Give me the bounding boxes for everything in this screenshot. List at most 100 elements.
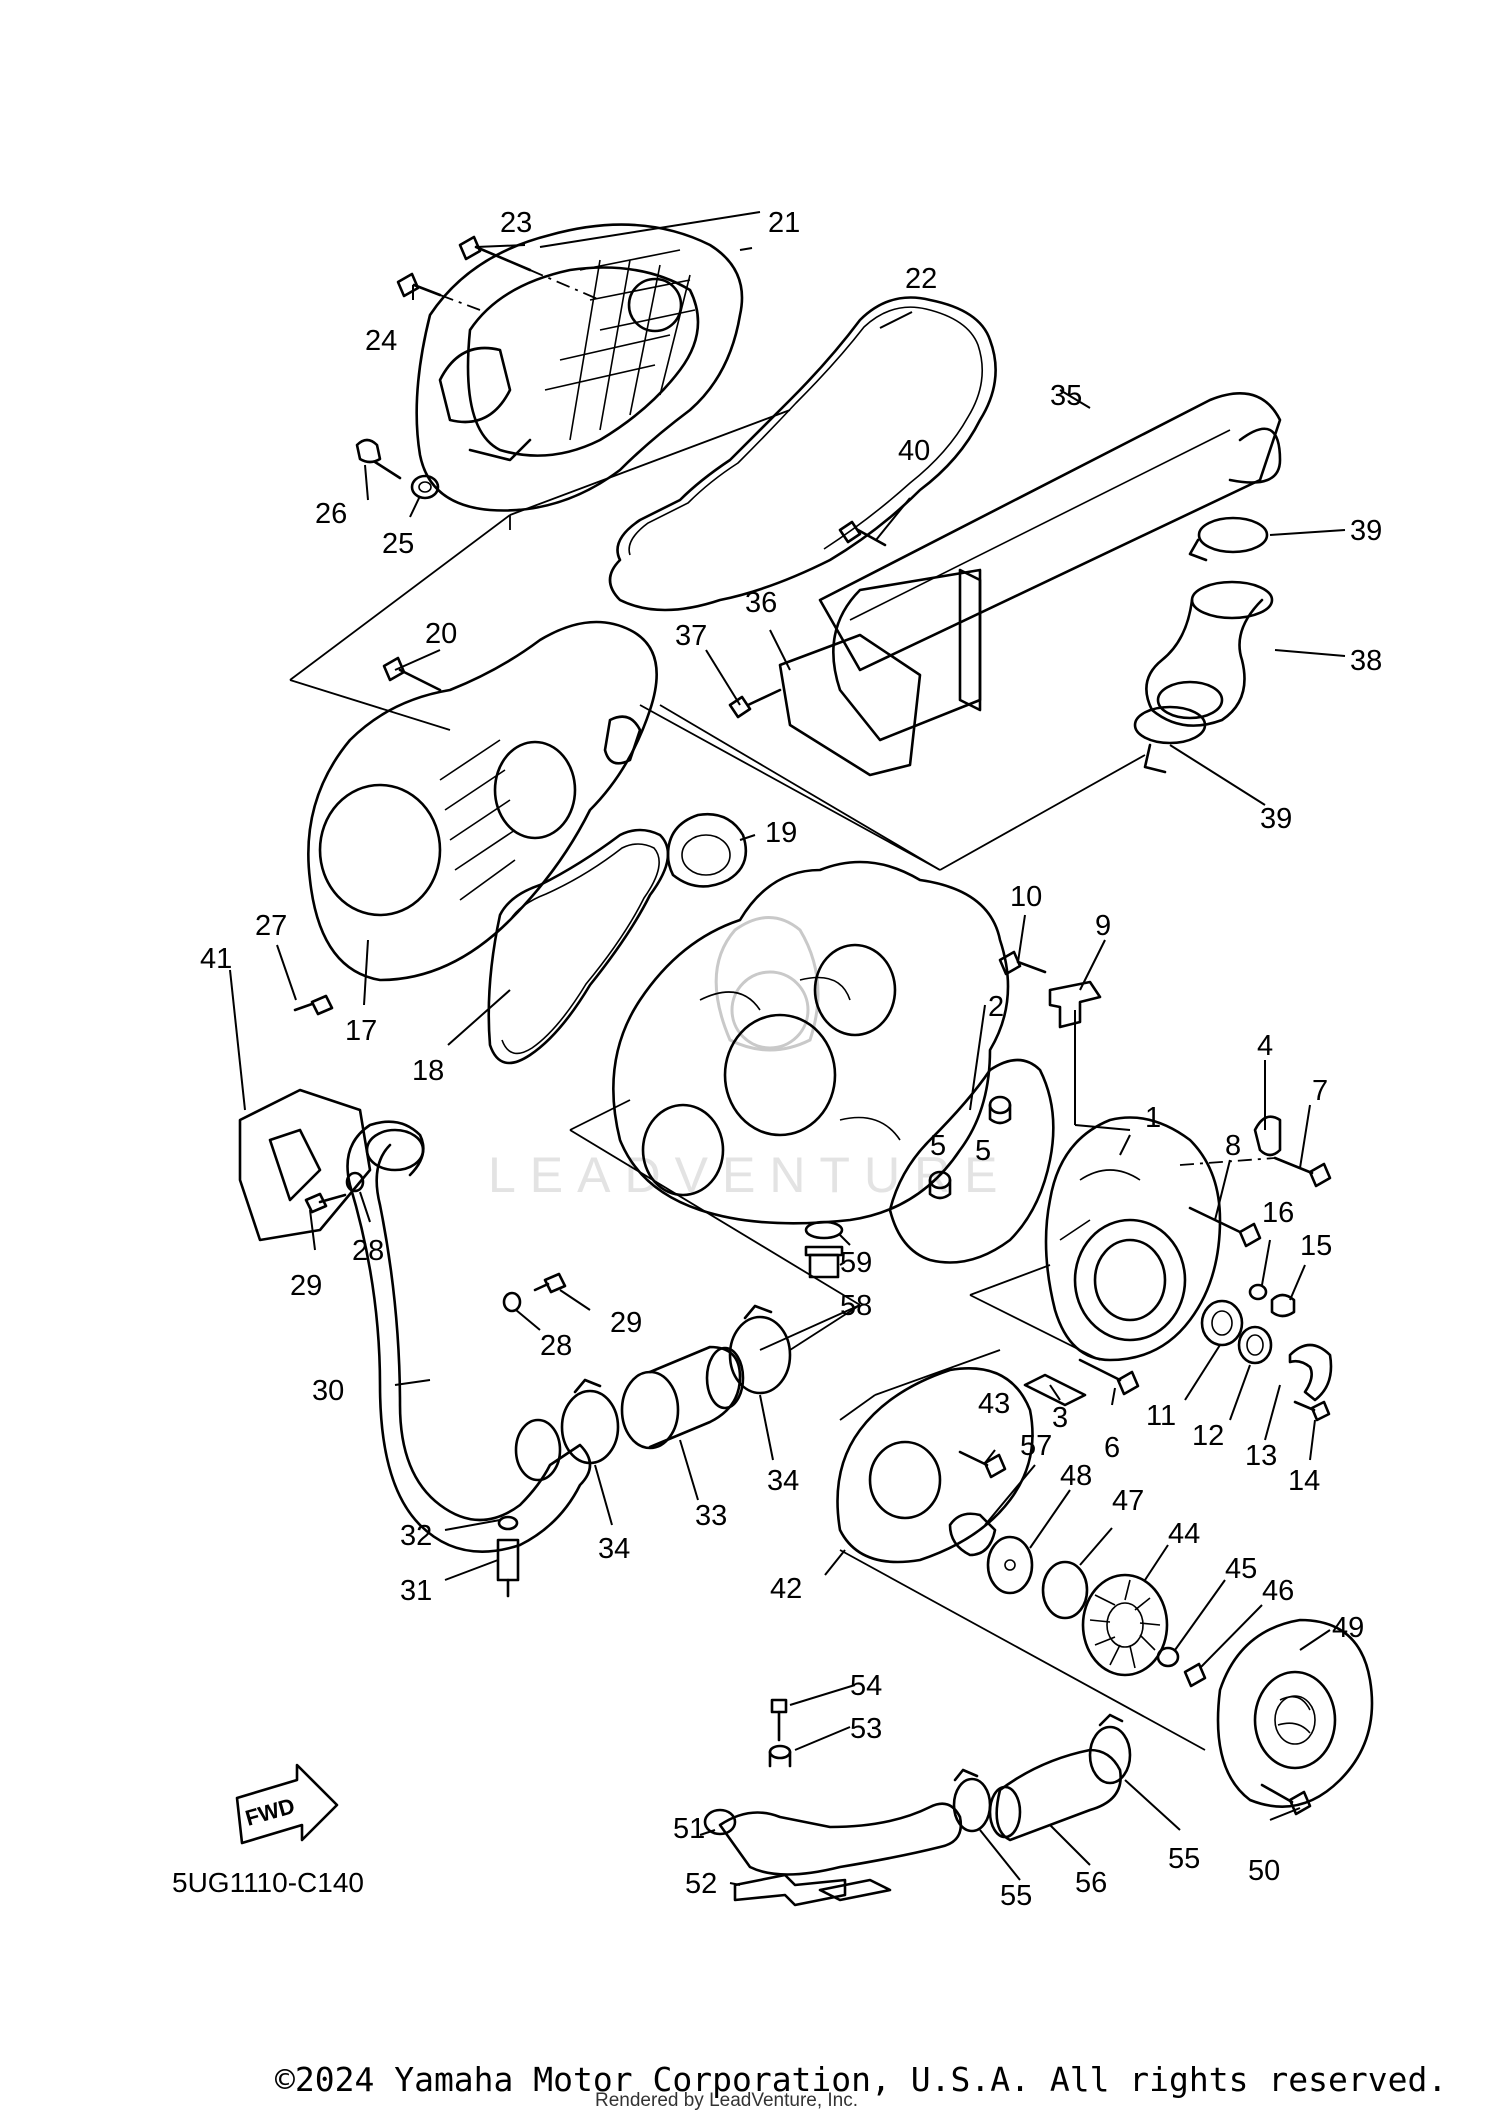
callout-13: 13 — [1245, 1440, 1277, 1472]
bolt-29-b — [533, 1272, 567, 1294]
callout-47: 47 — [1112, 1485, 1144, 1517]
callout-3: 3 — [1052, 1402, 1068, 1434]
watermark-text: LEADVENTURE — [488, 1147, 1012, 1203]
callout-16: 16 — [1262, 1197, 1294, 1229]
rendered-by-credit: Rendered by LeadVenture, Inc. — [595, 2090, 859, 2111]
callout-55-a: 55 — [1000, 1880, 1032, 1912]
callout-32: 32 — [400, 1520, 432, 1552]
callout-52: 52 — [685, 1868, 717, 1900]
callout-27: 27 — [255, 910, 287, 942]
bearing-11 — [1200, 1299, 1244, 1347]
callout-22: 22 — [905, 263, 937, 295]
callout-8: 8 — [1225, 1130, 1241, 1162]
bolt-7 — [1273, 1156, 1332, 1188]
bracket-9 — [1048, 980, 1102, 1029]
diagram-code: 5UG1110-C140 — [172, 1867, 364, 1898]
shroud-49 — [1216, 1618, 1374, 1808]
callout-26: 26 — [315, 498, 347, 530]
clip-32 — [497, 1515, 519, 1531]
callout-19: 19 — [765, 817, 797, 849]
callout-31: 31 — [400, 1575, 432, 1607]
callout-29-b: 29 — [610, 1307, 642, 1339]
clamp-39-upper — [1188, 516, 1269, 562]
dowel-5-b — [928, 1170, 952, 1200]
watermark-logo — [714, 916, 820, 1052]
joint-38 — [1145, 580, 1274, 727]
callout-50: 50 — [1248, 1855, 1280, 1887]
clamp-55-a — [952, 1768, 992, 1833]
callout-25: 25 — [382, 528, 414, 560]
callout-40: 40 — [898, 435, 930, 467]
bracket-41 — [238, 1088, 372, 1242]
bolt-29-a — [304, 1192, 347, 1214]
gasket-19 — [666, 812, 748, 888]
hose-56 — [988, 1748, 1122, 1842]
bolt-10 — [998, 950, 1047, 976]
callout-39-b: 39 — [1260, 803, 1292, 835]
holder-13 — [1288, 1343, 1333, 1402]
washer-45 — [1156, 1646, 1180, 1668]
plate-48 — [986, 1535, 1034, 1595]
inner-cover-17 — [307, 620, 658, 982]
dowel-5-a — [988, 1095, 1012, 1125]
collar-53 — [768, 1744, 792, 1768]
callout-2: 2 — [988, 991, 1004, 1023]
callout-33: 33 — [695, 1500, 727, 1532]
seal-25 — [410, 474, 440, 500]
crankcase-cover-21 — [415, 223, 744, 512]
fitting-31 — [496, 1538, 520, 1598]
bolt-23 — [458, 235, 532, 272]
bolt-6 — [1078, 1358, 1140, 1396]
callout-1: 1 — [1145, 1102, 1161, 1134]
plate-42 — [836, 1367, 1034, 1564]
fwd-label: FWD — [242, 1793, 297, 1831]
callout-42: 42 — [770, 1573, 802, 1605]
callout-9: 9 — [1095, 910, 1111, 942]
gasket-22 — [608, 296, 997, 612]
callout-34-a: 34 — [598, 1533, 630, 1565]
callout-5-a: 5 — [930, 1130, 946, 1162]
callout-10: 10 — [1010, 881, 1042, 913]
callout-14: 14 — [1288, 1465, 1320, 1497]
callouts: 1 2 3 4 5 5 6 7 8 9 10 11 12 13 14 15 16… — [200, 207, 1382, 1912]
clamp-3 — [1023, 1373, 1087, 1407]
bracket-36 — [778, 633, 922, 777]
clip-4 — [1253, 1115, 1282, 1157]
pad-52 — [733, 1873, 892, 1907]
bolt-27 — [293, 994, 334, 1016]
bolt-8 — [1188, 1206, 1262, 1248]
clamp-34-b — [728, 1304, 792, 1395]
callout-36: 36 — [745, 587, 777, 619]
clamp-55-b — [1088, 1713, 1132, 1785]
callout-35: 35 — [1050, 380, 1082, 412]
bolt-37 — [728, 688, 782, 719]
callout-28-a: 28 — [352, 1235, 384, 1267]
bolt-24 — [396, 272, 442, 298]
callout-53: 53 — [850, 1713, 882, 1745]
bolt-20 — [382, 656, 442, 692]
copyright-notice: ©2024 Yamaha Motor Corporation, U.S.A. A… — [275, 2060, 1448, 2099]
callout-46: 46 — [1262, 1575, 1294, 1607]
callout-17: 17 — [345, 1015, 377, 1047]
callout-59: 59 — [840, 1247, 872, 1279]
o-ring-59 — [804, 1220, 844, 1240]
callout-54: 54 — [850, 1670, 882, 1702]
callout-49: 49 — [1332, 1612, 1364, 1644]
o-ring-16 — [1248, 1283, 1268, 1301]
cover-1 — [1044, 1116, 1222, 1362]
bolt-43 — [958, 1450, 1007, 1479]
clamp-34-a — [560, 1378, 620, 1465]
callout-24: 24 — [365, 325, 397, 357]
callout-28-b: 28 — [540, 1330, 572, 1362]
callout-15: 15 — [1300, 1230, 1332, 1262]
bolt-40 — [838, 520, 887, 547]
callout-55-b: 55 — [1168, 1843, 1200, 1875]
callout-6: 6 — [1104, 1432, 1120, 1464]
fan-44 — [1081, 1573, 1169, 1677]
bolt-46 — [1183, 1662, 1207, 1688]
bolt-28-b — [502, 1291, 522, 1313]
callout-45: 45 — [1225, 1553, 1257, 1585]
callout-7: 7 — [1312, 1075, 1328, 1107]
callout-29-a: 29 — [290, 1270, 322, 1302]
